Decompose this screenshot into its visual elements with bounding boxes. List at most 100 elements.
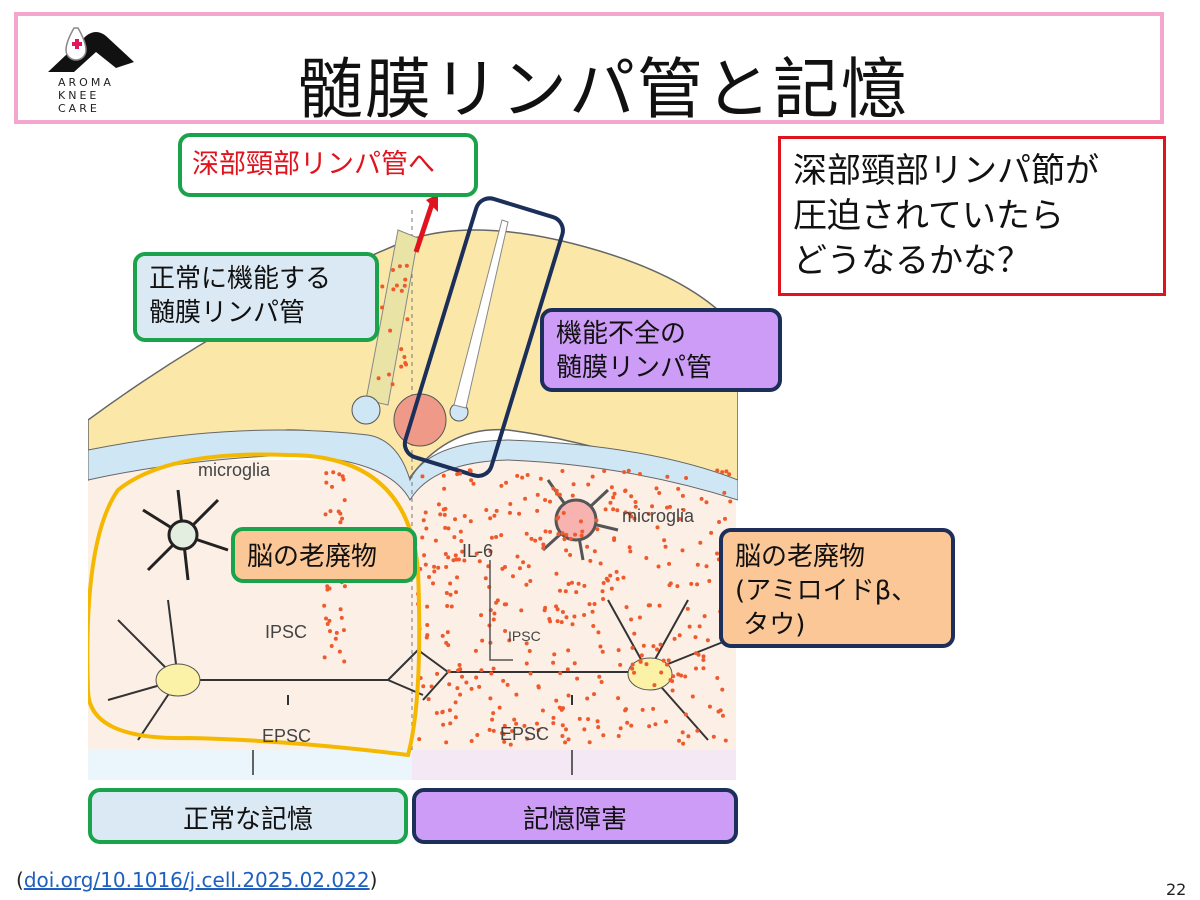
waste-dot xyxy=(508,742,513,747)
waste-dot xyxy=(337,649,342,654)
waste-dot xyxy=(574,590,579,595)
waste-dot xyxy=(492,611,497,616)
waste-dot xyxy=(720,713,725,718)
waste-dot xyxy=(462,514,467,519)
waste-dot xyxy=(462,558,467,563)
waste-dot xyxy=(325,622,330,627)
waste-dot xyxy=(555,619,560,624)
impaired-band xyxy=(412,750,736,780)
waste-dot xyxy=(483,576,488,581)
waste-dot xyxy=(640,707,645,712)
waste-dot xyxy=(432,569,437,574)
waste-dot xyxy=(657,603,662,608)
waste-dot xyxy=(554,488,559,493)
waste-dot xyxy=(612,537,617,542)
question-line: 深部頸部リンパ節が xyxy=(793,151,1099,191)
waste-dot xyxy=(535,721,539,726)
waste-dot xyxy=(421,518,426,523)
waste-dot xyxy=(399,347,404,352)
waste-dot xyxy=(615,508,620,513)
waste-dot xyxy=(675,584,680,589)
waste-dot xyxy=(324,616,329,621)
waste-dot xyxy=(623,488,628,493)
waste-dot xyxy=(630,666,635,671)
waste-dot xyxy=(522,723,527,728)
waste-dot xyxy=(426,697,431,702)
waste-dot xyxy=(560,469,565,474)
waste-dot xyxy=(424,526,429,531)
waste-dot xyxy=(524,661,529,666)
waste-dot xyxy=(444,591,449,596)
waste-dot xyxy=(693,635,698,640)
waste-dot xyxy=(702,614,707,619)
waste-dot xyxy=(510,574,515,579)
waste-dot xyxy=(443,525,448,530)
waste-dot xyxy=(333,636,338,641)
waste-dot xyxy=(596,630,601,635)
waste-dot xyxy=(497,705,502,710)
deep-cervical-lymph-label: 深部頸部リンパ管へ xyxy=(178,133,478,197)
waste-dot xyxy=(551,721,556,726)
waste-dot xyxy=(723,738,728,743)
waste-dot xyxy=(687,624,692,629)
waste-dot xyxy=(597,674,602,679)
label-line: 機能不全の xyxy=(556,319,687,349)
waste-dot xyxy=(572,614,577,619)
waste-dot xyxy=(433,538,438,543)
waste-dot xyxy=(502,723,507,728)
waste-dot xyxy=(341,477,346,482)
waste-dot xyxy=(324,480,329,485)
waste-dot xyxy=(564,548,569,553)
waste-dot xyxy=(575,676,580,681)
waste-dot xyxy=(337,472,342,477)
waste-dot xyxy=(680,493,685,498)
waste-dot xyxy=(639,653,644,658)
waste-dot xyxy=(453,517,458,522)
waste-dot xyxy=(603,507,608,512)
waste-dot xyxy=(722,490,727,495)
waste-dot xyxy=(535,492,540,497)
waste-dot xyxy=(588,558,593,563)
waste-dot xyxy=(558,671,563,676)
waste-dot xyxy=(397,264,402,269)
waste-dot xyxy=(608,500,613,505)
waste-dot xyxy=(569,580,574,585)
ipsc-label-left: IPSC xyxy=(265,622,308,642)
waste-dot xyxy=(579,533,584,538)
waste-dot xyxy=(504,480,509,485)
waste-dot xyxy=(568,552,573,557)
waste-dot xyxy=(459,539,464,544)
waste-dot xyxy=(547,616,552,621)
dysfunctional-highlight xyxy=(402,196,565,478)
waste-dot xyxy=(566,582,571,587)
waste-dot xyxy=(520,475,525,480)
waste-dot xyxy=(469,478,474,483)
waste-dot xyxy=(680,548,685,553)
waste-dot xyxy=(448,592,453,597)
waste-dot xyxy=(665,474,670,479)
waste-dot xyxy=(388,328,393,333)
waste-dot xyxy=(667,561,672,566)
waste-dot xyxy=(580,529,585,534)
waste-dot xyxy=(420,474,425,479)
logo-mountain-icon xyxy=(48,27,134,72)
waste-dot xyxy=(338,511,343,516)
waste-dot xyxy=(596,725,601,730)
waste-dot xyxy=(391,268,396,273)
waste-dot xyxy=(566,648,571,653)
doi-link[interactable]: doi.org/10.1016/j.cell.2025.02.022 xyxy=(23,868,370,892)
waste-dot xyxy=(491,617,496,622)
waste-dot xyxy=(446,669,451,674)
waste-dot xyxy=(618,662,623,667)
brain-waste-label-left: 脳の老廃物 xyxy=(231,527,417,583)
waste-dot xyxy=(604,576,609,581)
waste-dot xyxy=(707,578,712,583)
waste-dot xyxy=(616,648,621,653)
waste-dot xyxy=(473,648,478,653)
waste-dot xyxy=(340,474,345,479)
waste-dot xyxy=(386,372,391,377)
waste-dot xyxy=(541,542,546,547)
epsc-label-left: EPSC xyxy=(262,726,312,746)
waste-dot xyxy=(627,545,632,550)
waste-dot xyxy=(324,471,329,476)
